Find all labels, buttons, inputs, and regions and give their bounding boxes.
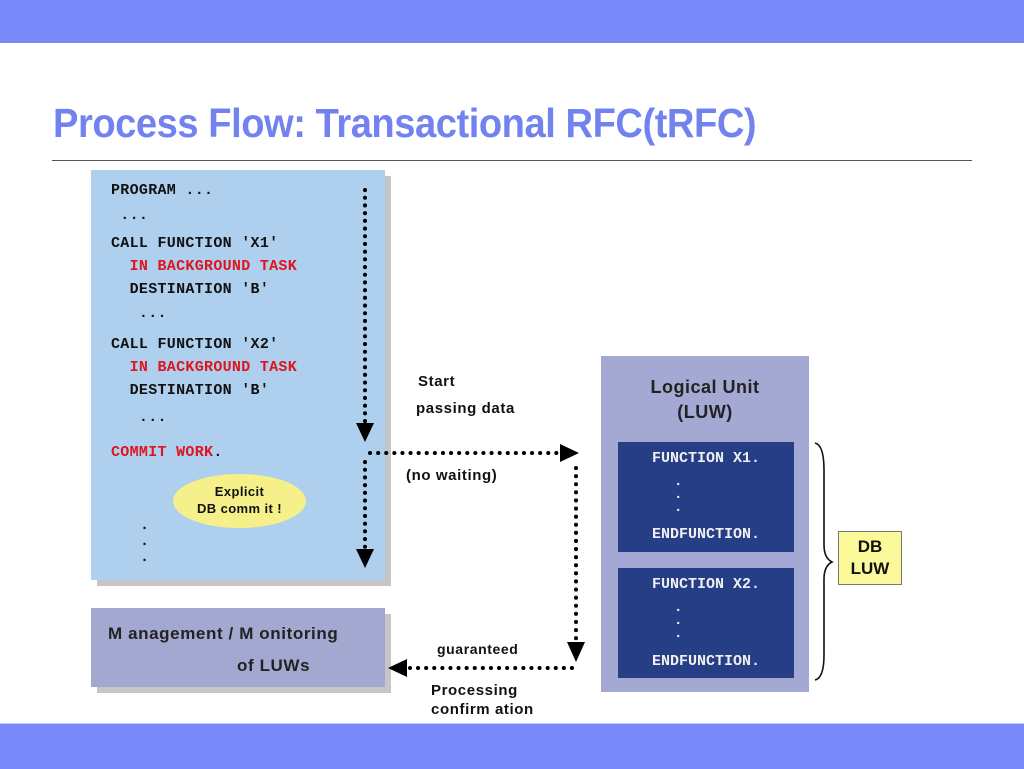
- bottom-band: [0, 723, 1024, 769]
- function-x1-box: FUNCTION X1. . . . ENDFUNCTION.: [618, 442, 794, 552]
- db-luw-line-1: DB: [857, 537, 883, 556]
- luw-title: Logical Unit (LUW): [601, 375, 809, 425]
- code-line-destination-1: DESTINATION 'B': [111, 281, 270, 298]
- commit-work-keyword: COMMIT WORK: [111, 444, 214, 461]
- confirmation-arrowhead: [388, 659, 407, 677]
- function-x2-start: FUNCTION X2.: [651, 576, 761, 593]
- code-line-program: PROGRAM ...: [111, 182, 214, 199]
- program-flow-arrowhead-top: [356, 423, 374, 442]
- code-line-background-task-1: IN BACKGROUND TASK: [111, 258, 298, 275]
- code-line-commit: COMMIT WORK.: [111, 444, 223, 461]
- db-luw-box: DB LUW: [838, 531, 902, 585]
- code-line-ellipsis-2: ...: [111, 305, 167, 322]
- code-line-call-x2: CALL FUNCTION 'X2': [111, 336, 279, 353]
- explicit-commit-bubble: Explicit DB comm it !: [173, 474, 306, 528]
- code-line-destination-2: DESTINATION 'B': [111, 382, 270, 399]
- luw-title-line-2: (LUW): [677, 402, 733, 422]
- function-x1-end: ENDFUNCTION.: [651, 526, 761, 543]
- management-line-2: of LUWs: [237, 656, 311, 675]
- label-start: Start: [418, 373, 456, 390]
- db-luw-line-2: LUW: [850, 559, 890, 578]
- management-line-1: M anagement / M onitoring: [108, 624, 339, 643]
- program-flow-arrowhead-bottom: [356, 549, 374, 568]
- db-luw-brace-icon: [814, 442, 834, 681]
- code-line-ellipsis-3: ...: [111, 409, 167, 426]
- bubble-line-1: Explicit: [214, 484, 265, 499]
- top-band: [0, 0, 1024, 43]
- luw-title-line-1: Logical Unit: [650, 377, 760, 397]
- code-line-ellipsis: ...: [111, 207, 149, 224]
- start-passing-data-arrowhead: [560, 444, 579, 462]
- function-x2-dots: . . .: [674, 600, 683, 642]
- program-continuation-dots: . . .: [140, 517, 150, 566]
- function-x1-start: FUNCTION X1.: [651, 450, 761, 467]
- slide-title: Process Flow: Transactional RFC(tRFC): [53, 100, 757, 146]
- function-x2-end: ENDFUNCTION.: [651, 653, 761, 670]
- label-confirmation: confirm ation: [431, 701, 534, 718]
- label-processing: Processing: [431, 682, 518, 699]
- commit-period: .: [213, 444, 223, 461]
- title-divider: [52, 160, 972, 161]
- function-x1-dots: . . .: [674, 474, 683, 516]
- code-line-call-x1: CALL FUNCTION 'X1': [111, 235, 279, 252]
- label-passing-data: passing data: [416, 400, 515, 417]
- bubble-line-2: DB comm it !: [197, 501, 282, 516]
- code-line-background-task-2: IN BACKGROUND TASK: [111, 359, 298, 376]
- label-no-waiting: (no waiting): [406, 467, 498, 484]
- processing-arrowhead: [567, 642, 585, 662]
- management-box: [91, 608, 385, 687]
- function-x2-box: FUNCTION X2. . . . ENDFUNCTION.: [618, 568, 794, 678]
- label-guaranteed: guaranteed: [437, 641, 519, 657]
